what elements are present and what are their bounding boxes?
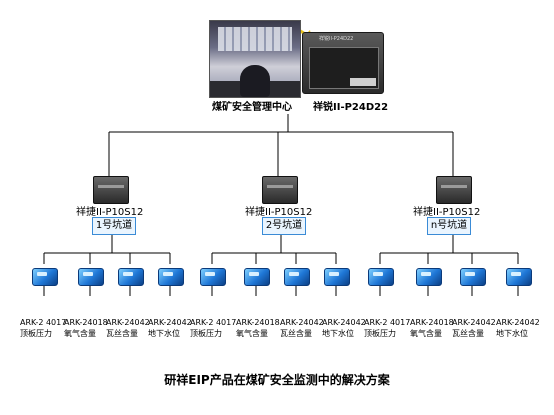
device-label: ARK-24018 氧气含量 bbox=[64, 317, 108, 339]
device-label: ARK-24042 地下水位 bbox=[496, 317, 540, 339]
sensor-module-icon bbox=[460, 268, 486, 286]
device-label: ARK-2 4017 顶板压力 bbox=[20, 317, 66, 339]
device-label: ARK-24018 氧气含量 bbox=[410, 317, 454, 339]
tunnel-2-server-image bbox=[262, 176, 298, 204]
device-model: ARK-24042 bbox=[106, 318, 150, 327]
device-label: ARK-24018 氧气含量 bbox=[236, 317, 280, 339]
device-label: ARK-2 4017 顶板压力 bbox=[190, 317, 236, 339]
tunnel-n-label: n号坑道 bbox=[427, 217, 471, 235]
sensor-module-icon bbox=[158, 268, 184, 286]
tunnel-2-server-label: 祥捷II-P10S12 bbox=[245, 207, 313, 218]
device-function: 氧气含量 bbox=[236, 329, 268, 338]
device-model: ARK-24042 bbox=[452, 318, 496, 327]
device-function: 瓦丝含量 bbox=[452, 329, 484, 338]
tunnel-2-label: 2号坑道 bbox=[262, 217, 306, 235]
device-model: ARK-24018 bbox=[64, 318, 108, 327]
device-model: ARK-24042 bbox=[280, 318, 324, 327]
device-function: 氧气含量 bbox=[64, 329, 96, 338]
device-model: ARK-24042 bbox=[322, 318, 366, 327]
sensor-module-icon bbox=[284, 268, 310, 286]
device-label: ARK-24042 地下水位 bbox=[148, 317, 192, 339]
sensor-module-icon bbox=[324, 268, 350, 286]
device-function: 地下水位 bbox=[148, 329, 180, 338]
device-function: 地下水位 bbox=[322, 329, 354, 338]
device-function: 顶板压力 bbox=[190, 329, 222, 338]
tunnel-1-label: 1号坑道 bbox=[92, 217, 136, 235]
sensor-module-icon bbox=[118, 268, 144, 286]
sensor-module-icon bbox=[32, 268, 58, 286]
device-function: 地下水位 bbox=[496, 329, 528, 338]
control-room-label: 煤矿安全管理中心 bbox=[212, 102, 292, 113]
device-model: ARK-2 4017 bbox=[364, 318, 411, 327]
tunnel-n-server-label: 祥捷II-P10S12 bbox=[413, 207, 481, 218]
sensor-module-icon bbox=[78, 268, 104, 286]
device-model: ARK-2 4017 bbox=[190, 318, 237, 327]
diagram-caption: 研祥EIP产品在煤矿安全监测中的解决方案 bbox=[164, 373, 390, 387]
device-label: ARK-24042 瓦丝含量 bbox=[106, 317, 150, 339]
device-model: ARK-24042 bbox=[148, 318, 192, 327]
main-server-label: 祥锐II-P24D22 bbox=[313, 102, 389, 113]
device-function: 氧气含量 bbox=[410, 329, 442, 338]
device-model: ARK-24042 bbox=[496, 318, 540, 327]
device-label: ARK-24042 地下水位 bbox=[322, 317, 366, 339]
main-server-image: 祥锐II-P24D22 bbox=[302, 32, 384, 94]
device-function: 顶板压力 bbox=[364, 329, 396, 338]
sensor-module-icon bbox=[416, 268, 442, 286]
device-model: ARK-2 4017 bbox=[20, 318, 67, 327]
device-function: 顶板压力 bbox=[20, 329, 52, 338]
device-function: 瓦丝含量 bbox=[106, 329, 138, 338]
device-model: ARK-24018 bbox=[410, 318, 454, 327]
device-label: ARK-24042 瓦丝含量 bbox=[452, 317, 496, 339]
control-room-photo bbox=[209, 20, 301, 98]
sensor-module-icon bbox=[244, 268, 270, 286]
sensor-module-icon bbox=[368, 268, 394, 286]
device-model: ARK-24018 bbox=[236, 318, 280, 327]
device-function: 瓦丝含量 bbox=[280, 329, 312, 338]
main-server-model-plate: 祥锐II-P24D22 bbox=[319, 36, 354, 42]
sensor-module-icon bbox=[200, 268, 226, 286]
tunnel-1-server-label: 祥捷II-P10S12 bbox=[76, 207, 144, 218]
sensor-module-icon bbox=[506, 268, 532, 286]
tunnel-1-server-image bbox=[93, 176, 129, 204]
device-label: ARK-24042 瓦丝含量 bbox=[280, 317, 324, 339]
device-label: ARK-2 4017 顶板压力 bbox=[364, 317, 410, 339]
tunnel-n-server-image bbox=[436, 176, 472, 204]
